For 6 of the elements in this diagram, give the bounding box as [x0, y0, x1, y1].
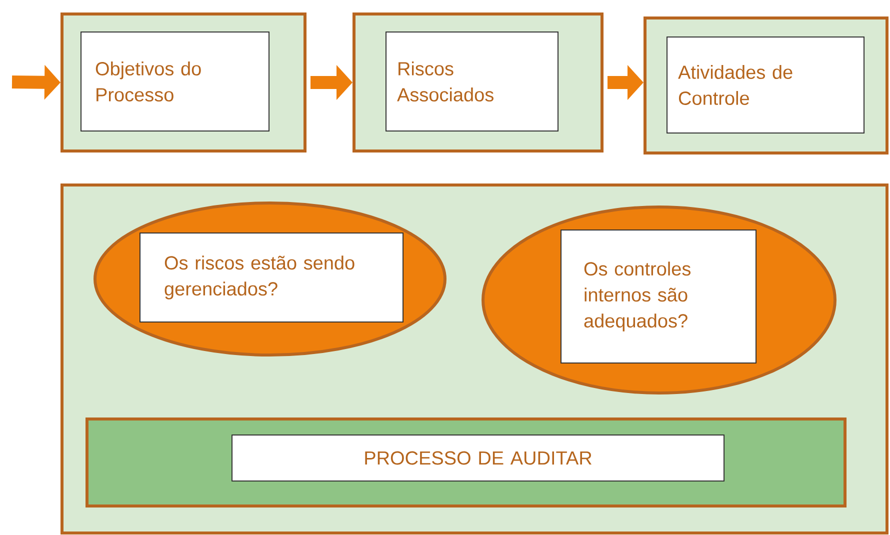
text-box: Riscos Associados	[386, 32, 558, 132]
text-box: Objetivos do Processo	[80, 32, 270, 132]
text-box: Os riscos estão sendo gerenciados?	[140, 232, 404, 322]
text-box: Atividades de Controle	[666, 36, 865, 134]
text-box: Os controles internos são adequados?	[560, 230, 756, 364]
text-box: PROCESSO DE AUDITAR	[232, 434, 725, 482]
